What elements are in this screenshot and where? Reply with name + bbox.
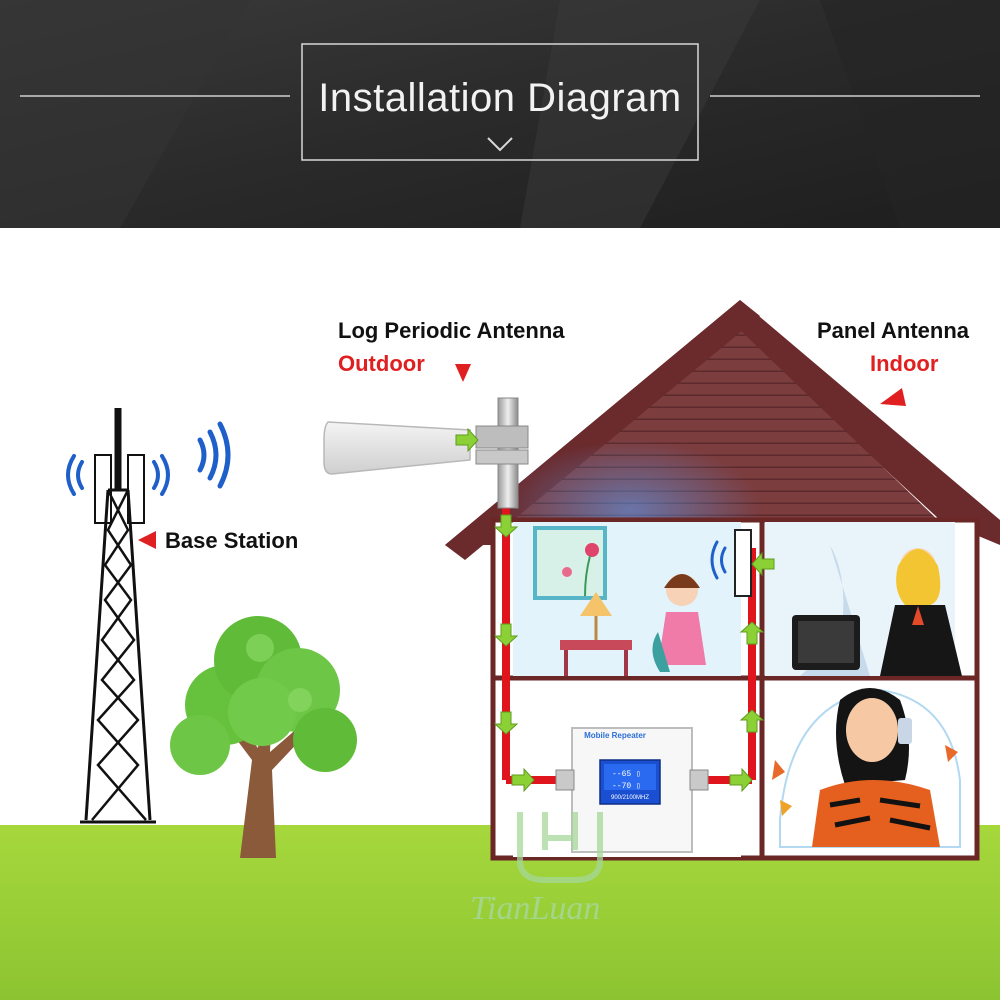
- brand-logo-icon: [517, 812, 603, 883]
- repeater-band: 900/2100MHZ: [610, 795, 650, 801]
- panel-antenna: [710, 529, 752, 597]
- repeater-title: Mobile Repeater: [584, 731, 646, 740]
- log-periodic-antenna: [323, 397, 529, 509]
- base-station-label: Base Station: [165, 528, 299, 553]
- red-triangle-icon: [138, 531, 156, 549]
- title-box: [301, 43, 699, 161]
- chevron-down-icon: [487, 137, 513, 152]
- signal-wave-icon: [66, 421, 231, 496]
- svg-text:--70 ▯: --70 ▯: [612, 782, 641, 791]
- panel-antenna-label: Panel Antenna: [817, 318, 969, 343]
- indoor-label: Indoor: [870, 351, 939, 376]
- red-triangle-icon: [455, 364, 471, 382]
- svg-text:--65 ▯: --65 ▯: [612, 770, 641, 779]
- log-periodic-antenna-label: Log Periodic Antenna: [338, 318, 565, 343]
- tree: [170, 616, 357, 858]
- header-banner: [0, 0, 1000, 228]
- red-triangle-icon: [880, 388, 906, 406]
- base-station-tower: [80, 408, 156, 824]
- outdoor-label: Outdoor: [338, 351, 425, 376]
- mobile-repeater: --65 ▯ --70 ▯: [555, 727, 709, 853]
- brand-watermark: TianLuan: [470, 890, 601, 927]
- page-title: Installation Diagram: [318, 76, 682, 120]
